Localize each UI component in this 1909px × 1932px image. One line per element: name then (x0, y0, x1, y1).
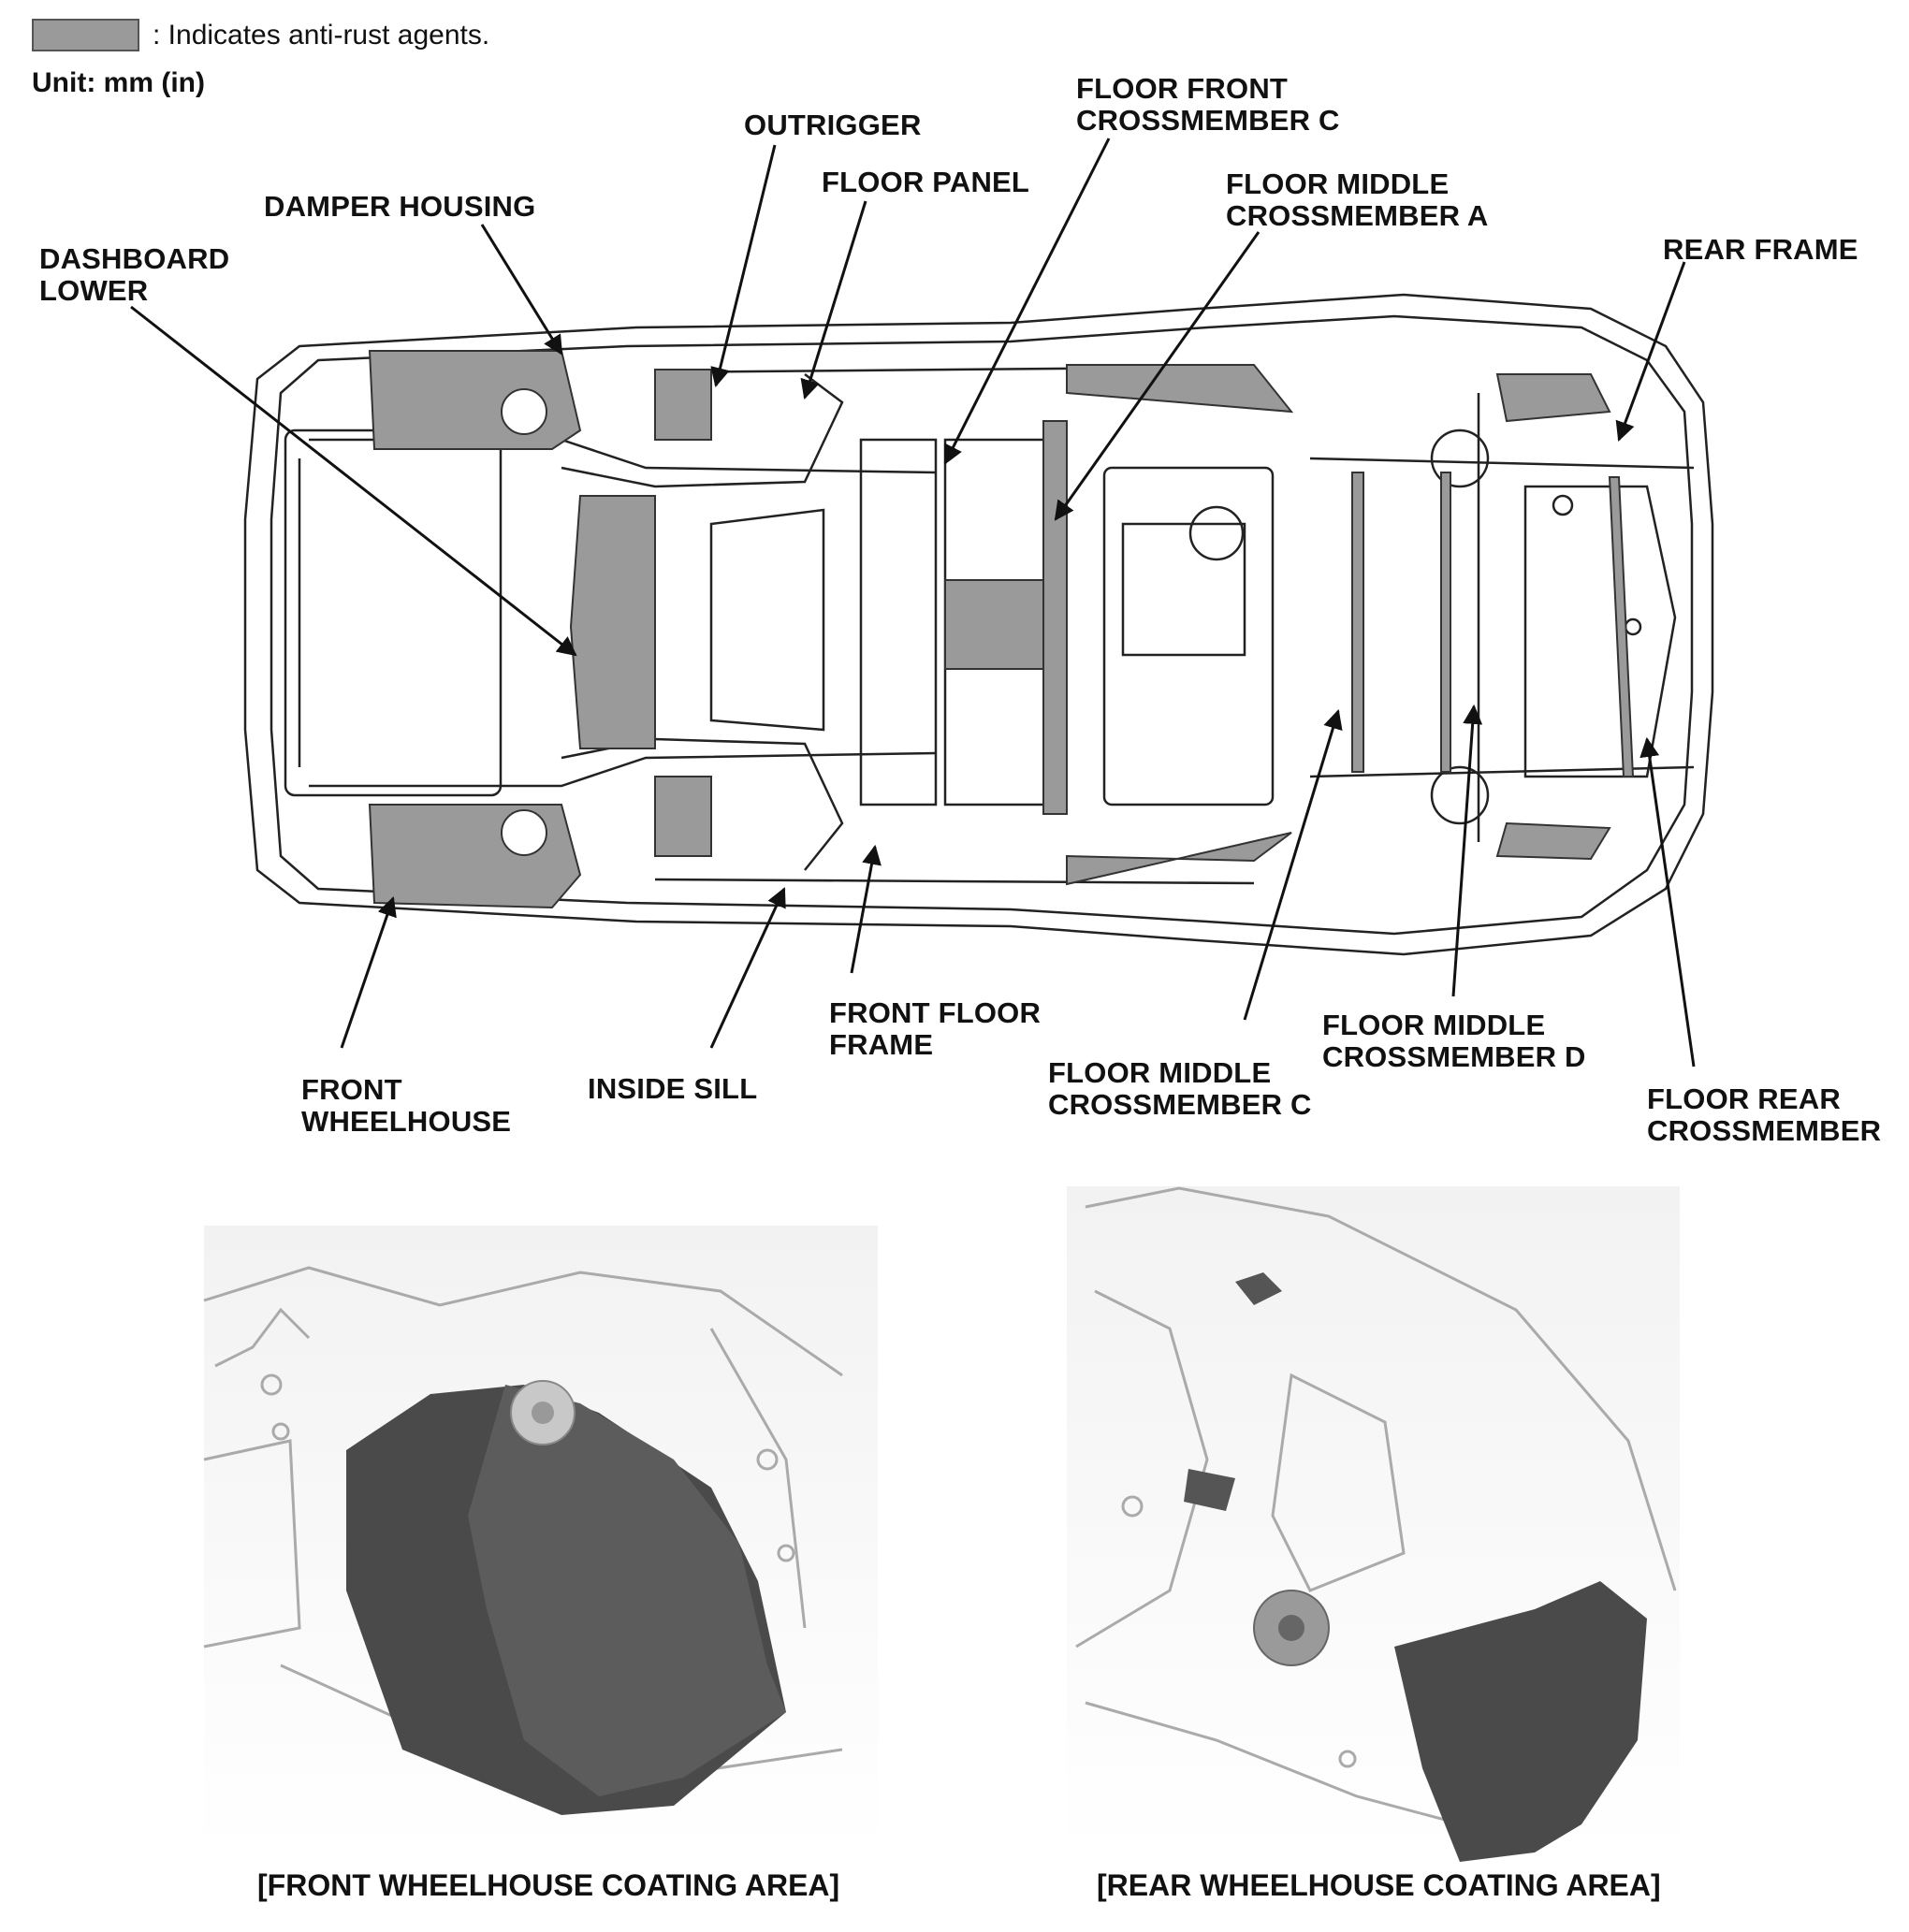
coating-outrigger-lower (654, 776, 712, 857)
coated-areas (368, 350, 1635, 909)
arrow-floor-front-crossmember-c (943, 138, 1111, 465)
coating-damper-housing-upper (368, 350, 582, 450)
arrow-outrigger (710, 144, 777, 388)
arrow-floor-panel (800, 200, 867, 400)
arrow-dashboard-lower (130, 305, 577, 657)
arrow-damper-housing (480, 224, 563, 356)
label-front-floor-frame: FRONT FLOOR FRAME (829, 996, 1042, 1061)
coating-floor-middle-crossmember-a (1042, 420, 1068, 815)
label-damper-housing: DAMPER HOUSING (264, 190, 536, 223)
label-floor-rear-crossmember: FLOOR REAR CROSSMEMBER (1647, 1082, 1882, 1147)
coating-floor-front-crossmember-c (944, 579, 1049, 670)
label-floor-front-crossmember-c: FLOOR FRONT CROSSMEMBER C (1076, 72, 1340, 137)
label-floor-middle-crossmember-c: FLOOR MIDDLE CROSSMEMBER C (1048, 1056, 1312, 1121)
arrow-front-floor-frame (850, 844, 882, 974)
arrow-floor-rear-crossmember (1639, 736, 1696, 1068)
coating-dashboard-lower (569, 495, 656, 749)
arrow-front-wheelhouse (340, 896, 397, 1049)
caption-rear-wheelhouse: [REAR WHEELHOUSE COATING AREA] (1097, 1868, 1661, 1902)
label-inside-sill: INSIDE SILL (588, 1072, 758, 1105)
arrow-rear-frame (1615, 261, 1686, 442)
arrow-floor-middle-crossmember-a (1054, 231, 1261, 521)
coating-outrigger-upper (654, 369, 712, 441)
label-rear-frame: REAR FRAME (1663, 233, 1858, 266)
arrow-inside-sill (709, 887, 786, 1049)
rear-wheelhouse-illustration (1067, 1186, 1680, 1862)
label-outrigger: OUTRIGGER (744, 109, 922, 141)
label-front-wheelhouse: FRONT WHEELHOUSE (301, 1073, 512, 1138)
coating-front-wheelhouse-lower (368, 804, 582, 909)
legend: : Indicates anti-rust agents. (32, 19, 489, 51)
caption-front-wheelhouse: [FRONT WHEELHOUSE COATING AREA] (257, 1868, 840, 1902)
unit-label: Unit: mm (in) (32, 67, 205, 98)
label-floor-panel: FLOOR PANEL (822, 166, 1030, 198)
arrow-floor-middle-crossmember-d (1451, 704, 1483, 997)
legend-text: : Indicates anti-rust agents. (153, 19, 490, 51)
legend-swatch (32, 19, 139, 51)
label-dashboard-lower: DASHBOARD LOWER (39, 242, 230, 307)
leader-lines (130, 138, 1696, 1068)
front-wheelhouse-illustration (203, 1226, 878, 1852)
label-floor-middle-crossmember-d: FLOOR MIDDLE CROSSMEMBER D (1322, 1009, 1586, 1073)
label-floor-middle-crossmember-a: FLOOR MIDDLE CROSSMEMBER A (1226, 167, 1489, 232)
arrow-floor-middle-crossmember-c (1243, 708, 1343, 1021)
